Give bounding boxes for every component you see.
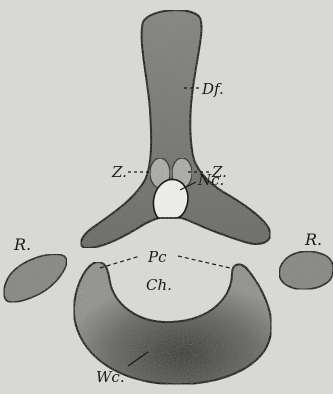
label-rib-right: R. xyxy=(304,230,322,249)
neural-arch xyxy=(81,10,270,248)
label-rib-left: R. xyxy=(13,235,31,254)
rib-left-shape xyxy=(4,254,67,302)
label-neural-canal: Nc. xyxy=(197,171,224,189)
label-zygapophysis-left: Z. xyxy=(111,163,127,181)
leader-pc-right xyxy=(178,256,230,268)
label-chorda: Ch. xyxy=(146,276,172,294)
centrum-shape xyxy=(74,262,271,384)
label-pc: Pc xyxy=(147,248,167,266)
centrum xyxy=(74,262,271,384)
label-wc: Wc. xyxy=(96,368,125,386)
rib-right-shape xyxy=(279,251,333,289)
label-dorsal-fin: Df. xyxy=(201,80,224,98)
